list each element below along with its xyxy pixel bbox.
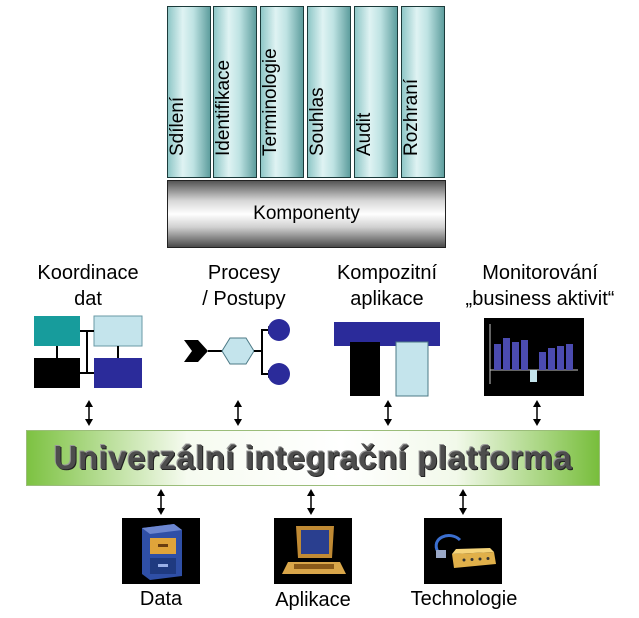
double-arrow-icon xyxy=(533,400,541,426)
process-flow-icon xyxy=(184,319,290,385)
category-processes: Procesy / Postupy xyxy=(185,260,303,312)
components-bar: Komponenty xyxy=(167,180,446,248)
category-business-monitoring: Monitorování „business aktivit“ xyxy=(455,260,625,312)
double-arrow-icon xyxy=(234,400,242,426)
platform-label: Univerzální integrační platforma xyxy=(53,439,573,476)
pillar-label: Rozhraní xyxy=(401,78,422,156)
category-line1: Procesy xyxy=(207,262,281,284)
components-label: Komponenty xyxy=(253,203,360,224)
pillar-label: Sdílení xyxy=(167,96,188,156)
double-arrow-icon xyxy=(157,489,165,515)
pillar-label: Terminologie xyxy=(260,48,281,156)
category-line1: Koordinace xyxy=(37,262,139,284)
double-arrow-icon xyxy=(384,400,392,426)
category-data-coordination: Koordinace dat xyxy=(30,260,146,312)
bottom-label-data: Data xyxy=(139,588,183,610)
laptop-icon xyxy=(274,518,352,584)
pillar-audit: Audit xyxy=(354,6,398,178)
double-arrow-icon xyxy=(307,489,315,515)
bar-chart-icon xyxy=(484,318,584,396)
file-cabinet-icon xyxy=(122,518,200,584)
pillar-rozhrani: Rozhraní xyxy=(401,6,445,178)
double-arrow-icon xyxy=(459,489,467,515)
pillar-souhlas: Souhlas xyxy=(307,6,351,178)
bottom-label-apps: Aplikace xyxy=(275,589,351,611)
category-line2: dat xyxy=(74,288,102,310)
modem-cable-icon xyxy=(424,518,502,584)
category-line1: Monitorování xyxy=(482,262,598,284)
double-arrow-icon xyxy=(85,400,93,426)
category-line1: Kompozitní xyxy=(336,262,438,284)
pillar-label: Identifikace xyxy=(213,59,234,156)
category-line2: aplikace xyxy=(350,288,424,310)
category-line2: „business aktivit“ xyxy=(465,288,615,310)
category-line2: / Postupy xyxy=(202,288,286,310)
pillar-label: Audit xyxy=(354,112,375,156)
bottom-label-tech: Technologie xyxy=(410,588,518,610)
data-coordination-icon xyxy=(34,315,143,388)
integration-platform-bar: Univerzální integrační platforma xyxy=(26,430,600,486)
pillar-label: Souhlas xyxy=(307,87,328,156)
category-composite-apps: Kompozitní aplikace xyxy=(325,260,449,312)
composite-app-icon xyxy=(334,322,440,397)
pillar-sdileni: Sdílení xyxy=(167,6,211,178)
pillar-terminologie: Terminologie xyxy=(260,6,304,178)
pillar-identifikace: Identifikace xyxy=(213,6,257,178)
